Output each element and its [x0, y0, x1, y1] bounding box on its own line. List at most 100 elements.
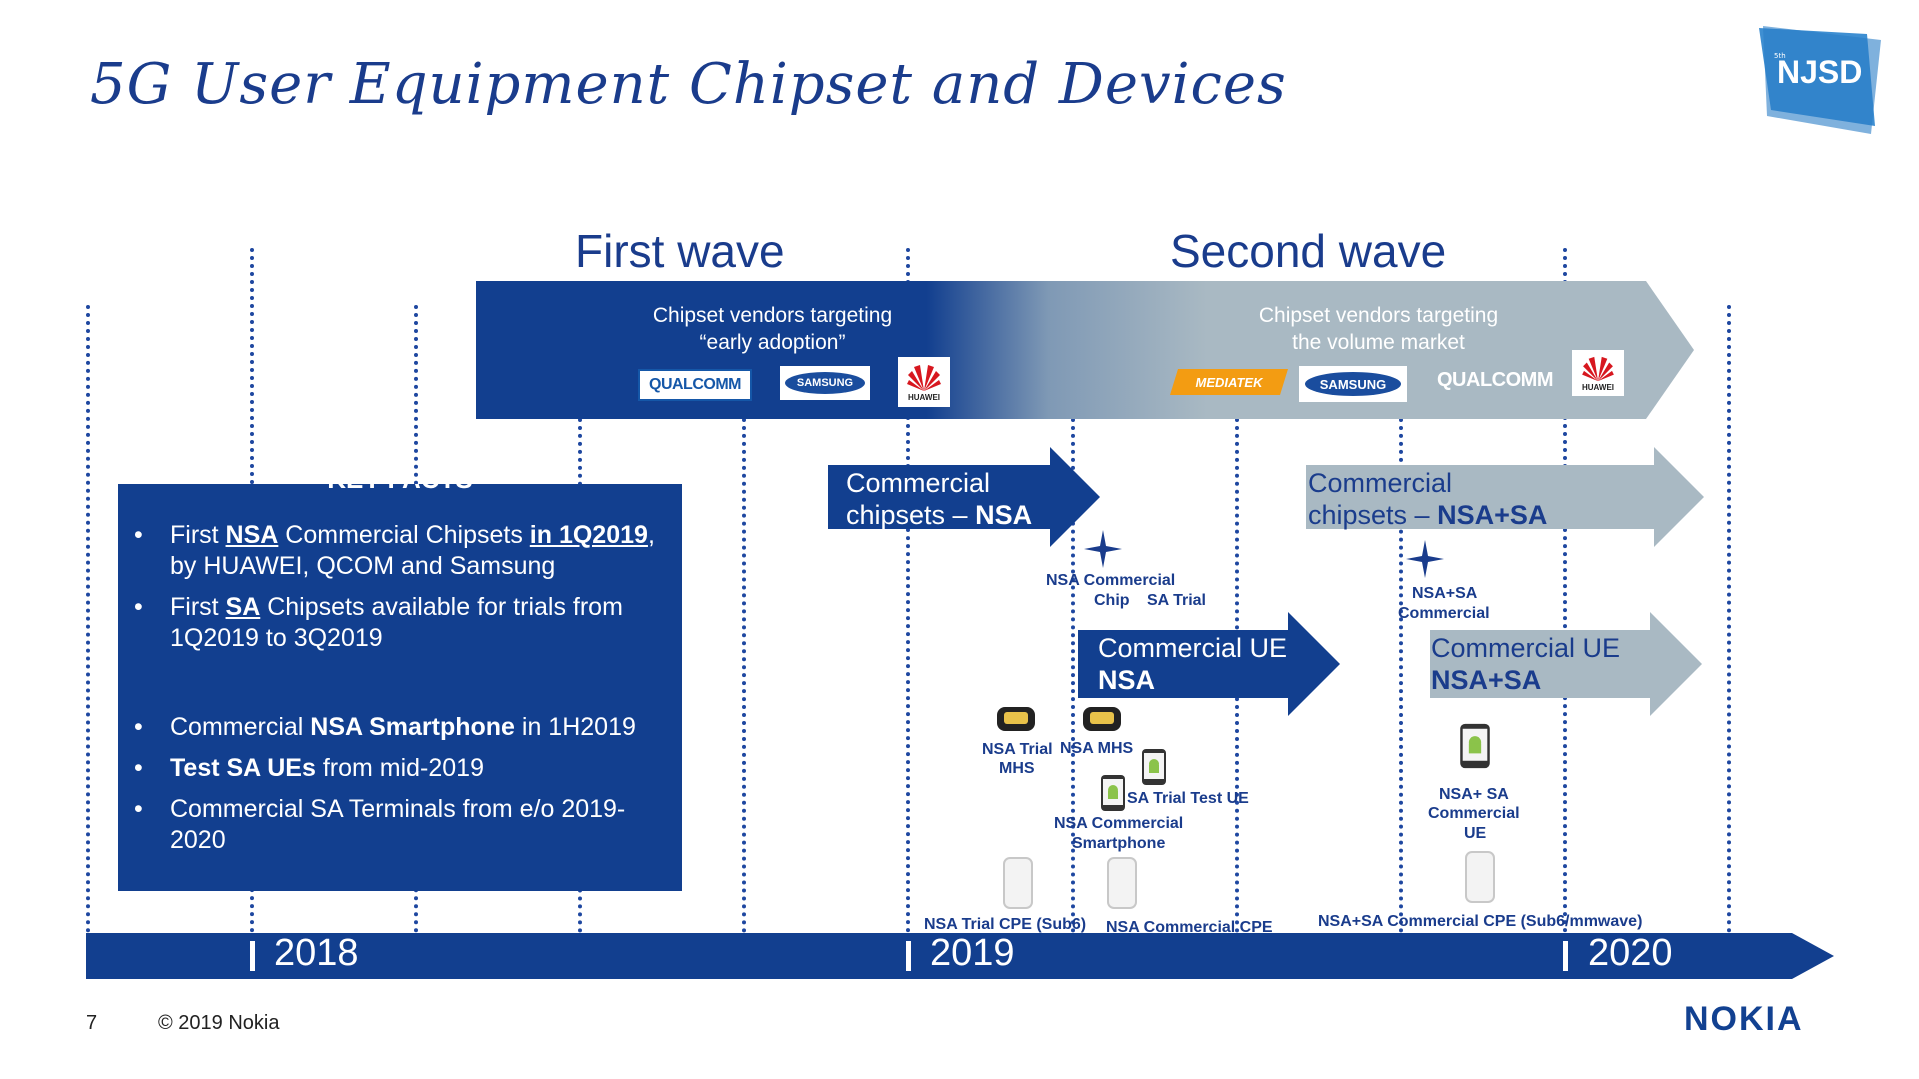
- huawei-logo-text: HUAWEI: [1582, 382, 1614, 392]
- ue-nsa-arrow: [1078, 612, 1340, 716]
- key-fact-item: First NSA Commercial Chipsets in 1Q2019,…: [132, 520, 672, 582]
- star-milestone-icon: [1406, 540, 1444, 578]
- label-nsa-trial-mhs-1: NSA Trial: [982, 741, 1053, 758]
- year-2018: 2018: [274, 932, 359, 974]
- cpe-device-icon: [1465, 851, 1495, 903]
- chipsets-nsasa-text: Commercial chipsets – NSA+SA: [1308, 467, 1547, 531]
- huawei-logo: HUAWEI: [898, 357, 950, 407]
- badge-text: NJSD: [1777, 54, 1863, 90]
- badge-superscript: 5th: [1774, 52, 1786, 60]
- label-nsasa-commercial-cpe: NSA+SA Commercial CPE (Sub6/mmwave): [1318, 913, 1643, 930]
- android-phone-icon: [1142, 749, 1166, 785]
- band-right-text: Chipset vendors targeting the volume mar…: [1258, 304, 1499, 354]
- nokia-logo: NOKIA: [1684, 1000, 1804, 1038]
- chipsets-nsa-line2b: NSA: [975, 500, 1033, 530]
- page-number: 7: [86, 1012, 98, 1034]
- star-milestone-icon: [1084, 530, 1122, 568]
- cpe-device-icon: [1003, 857, 1033, 909]
- ue-nsasa-line1: Commercial UE: [1431, 633, 1621, 663]
- ue-nsa-line1: Commercial UE: [1098, 633, 1288, 663]
- label-nsasa-ue-1: NSA+ SA: [1439, 786, 1509, 803]
- key-fact-item: Test SA UEs from mid-2019: [132, 753, 672, 784]
- huawei-logo-text: HUAWEI: [908, 392, 940, 402]
- key-fact-text: , by HUAWEI, QCOM and Samsung: [170, 521, 655, 580]
- key-fact-text: in 1H2019: [514, 713, 636, 741]
- label-nsa-mhs: NSA MHS: [1060, 740, 1134, 757]
- chipsets-nsasa-line1: Commercial: [1308, 468, 1453, 498]
- key-fact-text: from mid-2019: [315, 754, 484, 782]
- chipsets-nsa-text: Commercial chipsets – NSA: [846, 467, 1032, 531]
- samsung-logo: SAMSUNG: [780, 366, 870, 400]
- samsung-logo-text: SAMSUNG: [796, 377, 854, 389]
- ue-nsasa-arrow: [1430, 612, 1702, 716]
- mhs-device-icon: [1083, 707, 1121, 731]
- label-nsa-commercial-cpe: NSA Commercial CPE: [1106, 919, 1273, 936]
- key-facts-list: First NSA Commercial Chipsets in 1Q2019,…: [132, 520, 672, 866]
- ue-nsa-line2: NSA: [1098, 665, 1156, 695]
- label-nsa-commercial-smartphone-2: Smartphone: [1072, 835, 1166, 852]
- cpe-device-icon: [1107, 857, 1137, 909]
- copyright: © 2019 Nokia: [158, 1012, 280, 1034]
- mediatek-logo: MEDIATEK: [1170, 369, 1288, 395]
- chipsets-nsa-line1: Commercial: [846, 468, 991, 498]
- quarter-line: [1399, 410, 1403, 933]
- quarter-line: [1727, 305, 1731, 933]
- key-facts-heading: KEY FACTS: [118, 484, 682, 495]
- band-left-text: Chipset vendors targeting “early adoptio…: [652, 304, 893, 354]
- key-fact-text: First: [170, 521, 226, 549]
- mediatek-logo-text: MEDIATEK: [1195, 374, 1263, 390]
- njsd-badge: [1759, 26, 1881, 134]
- quarter-line: [86, 305, 90, 933]
- qualcomm-logo: QUALCOMM: [638, 369, 752, 401]
- label-sa-trial-test-ue: SA Trial Test UE: [1127, 790, 1249, 807]
- android-phone-icon: [1101, 775, 1125, 811]
- huawei-petals-icon: [907, 364, 941, 391]
- key-fact-item: Commercial SA Terminals from e/o 2019-20…: [132, 794, 672, 856]
- key-fact-text: Chipsets available for trials from 1Q201…: [170, 593, 623, 652]
- samsung-logo-text: SAMSUNG: [1319, 376, 1387, 392]
- qualcomm-logo-text: QUALCOMM: [1437, 368, 1553, 391]
- key-fact-text: NSA: [225, 521, 279, 549]
- chipsets-nsa-arrow: [828, 447, 1100, 547]
- quarter-line: [1071, 410, 1075, 933]
- key-fact-text: Test SA UEs: [170, 754, 316, 782]
- chipsets-nsasa-line2a: chipsets –: [1308, 500, 1438, 530]
- year-2019: 2019: [930, 932, 1015, 974]
- chipsets-nsa-line2a: chipsets –: [846, 500, 976, 530]
- key-fact-text: First: [170, 593, 226, 621]
- label-nsa-commercial-chip: NSA Commercial: [1046, 572, 1176, 589]
- timeline-arrow: [86, 933, 1834, 979]
- key-facts-box: KEY FACTS First NSA Commercial Chipsets …: [118, 484, 682, 891]
- label-nsa-trial-cpe: NSA Trial CPE (Sub6): [924, 916, 1087, 933]
- label-nsa-trial-mhs-2: MHS: [999, 760, 1035, 777]
- label-nsasa-commercial-2: Commercial: [1398, 605, 1490, 622]
- key-fact-text: SA: [225, 593, 261, 621]
- key-fact-item: First SA Chipsets available for trials f…: [132, 592, 672, 654]
- page-title: 5G User Equipment Chipset and Devices: [90, 52, 1287, 117]
- chipsets-nsasa-line2b: NSA+SA: [1437, 500, 1548, 530]
- year-2020: 2020: [1588, 932, 1673, 974]
- samsung-logo-2: SAMSUNG: [1299, 366, 1407, 402]
- label-sa-trial: SA Trial: [1147, 592, 1206, 609]
- ue-nsasa-line2: NSA+SA: [1431, 665, 1542, 695]
- quarter-line: [742, 410, 746, 933]
- label-nsa-commercial-smartphone-1: NSA Commercial: [1054, 815, 1184, 832]
- huawei-petals-icon: [1582, 356, 1614, 381]
- label-nsasa-commercial-1: NSA+SA: [1412, 585, 1478, 602]
- qualcomm-logo-text: QUALCOMM: [649, 376, 741, 393]
- quarter-line: [1563, 248, 1567, 933]
- key-fact-text: Commercial Chipsets: [278, 521, 530, 549]
- huawei-logo-2: HUAWEI: [1572, 350, 1624, 396]
- qualcomm-logo-2: QUALCOMM: [1428, 364, 1562, 396]
- ue-nsasa-text: Commercial UE NSA+SA: [1431, 632, 1620, 696]
- android-phone-icon: [1460, 723, 1490, 769]
- chipsets-nsasa-line2: chipsets – NSA+SA: [1308, 499, 1547, 531]
- key-fact-item: Commercial NSA Smartphone in 1H2019: [132, 712, 672, 743]
- quarter-line: [906, 248, 910, 933]
- chipsets-nsasa-arrow: [1306, 447, 1704, 547]
- ue-nsa-text: Commercial UE NSA: [1098, 632, 1287, 696]
- mhs-device-icon: [997, 707, 1035, 731]
- key-fact-text: Commercial: [170, 713, 311, 741]
- chipsets-nsa-line2: chipsets – NSA: [846, 499, 1032, 531]
- key-fact-text: NSA Smartphone: [310, 713, 515, 741]
